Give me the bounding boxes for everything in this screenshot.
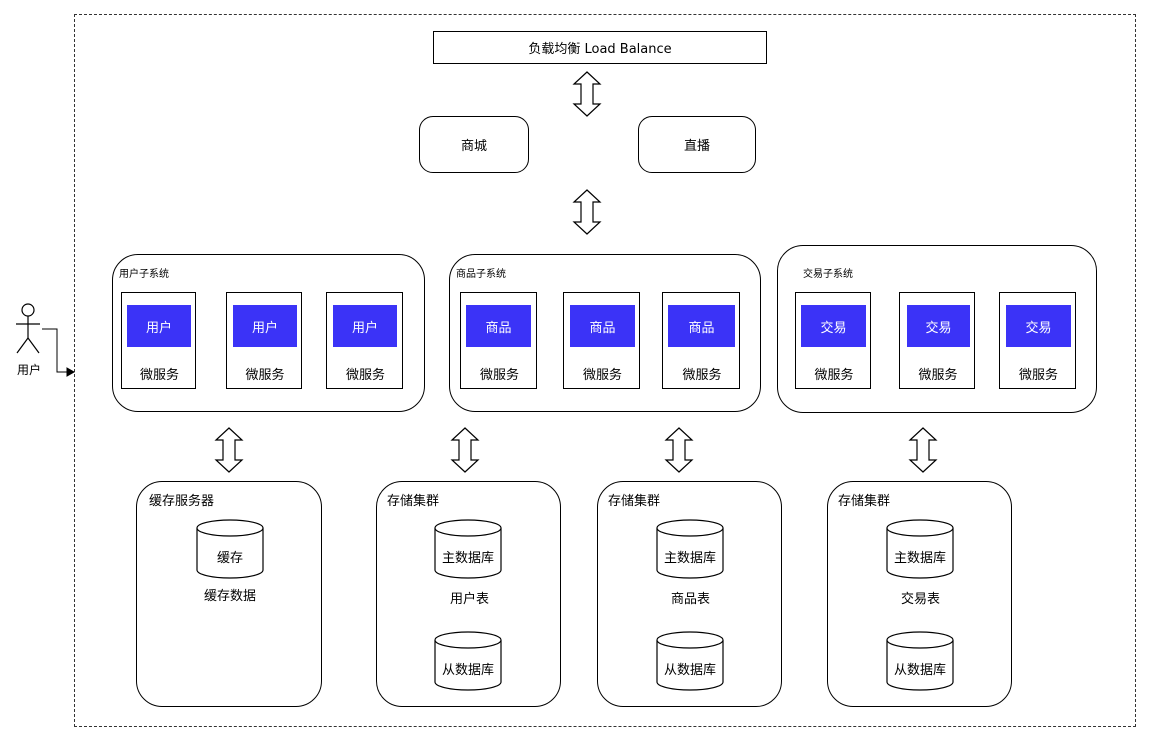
load-balancer-label: 负载均衡 Load Balance — [528, 42, 672, 57]
master-db-label: 主数据库 — [893, 550, 946, 566]
slave-db-label: 从数据库 — [893, 662, 946, 678]
db-caption: 缓存数据 — [203, 589, 256, 604]
storage-cluster-user: 存储集群 主数据库 用户表 从数据库 — [376, 481, 561, 707]
arrow-user-subsystem-to-cache — [215, 427, 243, 473]
arrow-entries-to-subsystems — [573, 189, 601, 235]
service-card: 交易 微服务 — [899, 292, 975, 389]
service-card: 用户 微服务 — [121, 292, 196, 389]
subsystem-title: 用户子系统 — [119, 269, 169, 280]
service-caption: 微服务 — [814, 368, 854, 383]
service-name: 交易 — [907, 305, 970, 347]
service-card: 商品 微服务 — [563, 292, 640, 389]
table-caption: 商品表 — [670, 592, 710, 607]
entry-mall-label: 商城 — [460, 139, 487, 154]
service-caption: 微服务 — [1018, 368, 1058, 383]
entry-live-label: 直播 — [683, 139, 710, 154]
service-caption: 微服务 — [139, 368, 179, 383]
service-card: 商品 微服务 — [662, 292, 740, 389]
service-name: 用户 — [233, 305, 297, 347]
service-card: 交易 微服务 — [999, 292, 1076, 389]
system-boundary — [74, 14, 1136, 727]
entry-mall-box: 商城 — [419, 116, 529, 173]
actor-user-icon — [16, 303, 40, 354]
table-caption: 用户表 — [449, 592, 489, 607]
subsystem-user: 用户子系统 用户 微服务 用户 微服务 用户 微服务 — [112, 254, 425, 412]
service-name: 用户 — [127, 305, 191, 347]
cylinder-icon — [434, 519, 502, 691]
cluster-title: 存储集群 — [387, 494, 440, 509]
subsystem-trade: 交易子系统 交易 微服务 交易 微服务 交易 微服务 — [777, 245, 1097, 413]
cylinder-icon — [656, 519, 724, 691]
storage-cluster-trade: 存储集群 主数据库 交易表 从数据库 — [827, 481, 1012, 707]
subsystem-title: 商品子系统 — [456, 269, 506, 280]
service-name: 商品 — [570, 305, 635, 347]
service-card: 用户 微服务 — [326, 292, 403, 389]
service-caption: 微服务 — [345, 368, 385, 383]
table-caption: 交易表 — [900, 592, 940, 607]
service-caption: 微服务 — [582, 368, 622, 383]
master-db-label: 主数据库 — [441, 550, 494, 566]
service-caption: 微服务 — [479, 368, 519, 383]
service-caption: 微服务 — [245, 368, 285, 383]
service-card: 交易 微服务 — [795, 292, 871, 389]
cluster-title: 存储集群 — [608, 494, 661, 509]
entry-live-box: 直播 — [638, 116, 756, 173]
subsystem-title: 交易子系统 — [803, 269, 853, 280]
actor-connector — [42, 328, 76, 377]
service-name: 交易 — [801, 305, 866, 347]
service-name: 用户 — [333, 305, 397, 347]
db-label: 缓存 — [216, 550, 243, 566]
cylinder-icon — [196, 519, 264, 579]
service-name: 商品 — [466, 305, 531, 347]
service-card: 用户 微服务 — [226, 292, 302, 389]
load-balancer-box: 负载均衡 Load Balance — [433, 31, 767, 64]
slave-db-label: 从数据库 — [441, 662, 494, 678]
arrow-goods-subsystem-to-storage1 — [451, 427, 479, 473]
arrow-lb-to-entries — [573, 71, 601, 117]
cylinder-icon — [886, 519, 954, 691]
cluster-title: 存储集群 — [838, 494, 891, 509]
actor-label: 用户 — [16, 363, 41, 377]
slave-db-label: 从数据库 — [663, 662, 716, 678]
master-db-label: 主数据库 — [663, 550, 716, 566]
cluster-title: 缓存服务器 — [149, 494, 215, 509]
service-caption: 微服务 — [918, 368, 958, 383]
service-card: 商品 微服务 — [460, 292, 537, 389]
arrow-goods-subsystem-to-storage2 — [665, 427, 693, 473]
service-caption: 微服务 — [682, 368, 722, 383]
service-name: 商品 — [668, 305, 735, 347]
subsystem-goods: 商品子系统 商品 微服务 商品 微服务 商品 微服务 — [449, 254, 761, 412]
arrow-trade-subsystem-to-storage3 — [909, 427, 937, 473]
cache-server-group: 缓存服务器 缓存 缓存数据 — [136, 481, 322, 707]
storage-cluster-goods: 存储集群 主数据库 商品表 从数据库 — [597, 481, 782, 707]
service-name: 交易 — [1006, 305, 1071, 347]
